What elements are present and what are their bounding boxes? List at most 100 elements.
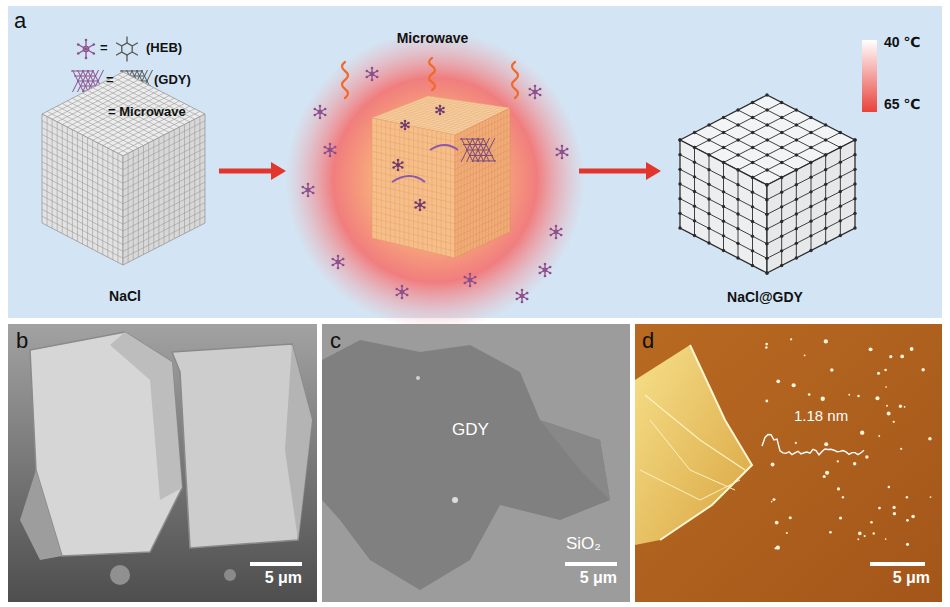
afm-particle [776,379,780,383]
lattice-node [765,257,768,260]
lattice-line [179,127,180,236]
scale-bar-label: 5 μm [265,569,302,587]
heb-end [319,105,322,108]
lattice-node [693,204,696,207]
lattice-line [485,120,486,244]
heb-end [526,298,529,301]
height-label: 1.18 nm [794,407,848,424]
gdy-line [472,138,484,162]
gdy-line [71,71,93,72]
afm-particle [857,538,859,540]
heb-end [561,145,564,148]
heb-end [307,183,310,186]
lattice-line [403,106,485,120]
heb-ring [419,204,422,207]
heb-arm [116,52,122,55]
illustration [42,36,857,303]
lattice-node [765,242,768,245]
lattice-line [123,216,205,258]
lattice-node [751,249,754,252]
lattice-node [809,161,812,164]
afm-particle [824,339,828,343]
heb-end [526,292,529,295]
lattice-node [809,131,812,134]
heb-ring [520,294,524,298]
afm-particle [789,516,792,519]
lattice-line [422,128,423,250]
lattice-node [736,153,739,156]
heb-end [77,52,80,55]
lattice-line [400,107,483,122]
heb-spoke [85,49,86,58]
lattice-node [736,183,739,186]
heb-end [555,237,558,240]
lattice-node [839,160,842,163]
lattice-node [809,249,812,252]
heb-end [366,76,369,79]
heb-end [401,161,404,164]
afm-particle [910,347,914,351]
lattice-line [455,177,510,203]
lattice-node [765,271,768,274]
lattice-node [795,183,798,186]
lattice-node [765,213,768,216]
afm-particle [830,368,834,372]
lattice-node [751,176,754,179]
nacl-cube [42,72,205,265]
lattice-node [795,198,798,201]
lattice-node [839,131,842,134]
lattice-line [497,114,498,238]
heb-end [376,76,379,79]
lattice-node [809,146,812,149]
heb-ring [336,260,340,264]
lattice-node [780,249,783,252]
lattice-node [765,227,768,230]
heb-arm [116,43,122,46]
heb-end [549,272,552,275]
afm-particle [893,512,896,515]
lattice-node [765,198,768,201]
lattice-node [853,226,856,229]
lattice-line [441,132,442,255]
heb-end [334,146,337,149]
temperature-label: 65 ℃ [884,96,920,112]
lattice-line [455,170,510,197]
lattice-node [736,242,739,245]
arrow-shaft [579,169,646,174]
heb-end [376,70,379,73]
heb-end [442,107,445,110]
heb-end [307,195,310,198]
lattice-node [795,256,798,259]
lattice-node [678,182,681,185]
afm-particle [795,442,797,444]
arrow-head [646,162,661,180]
gdy-line [477,138,489,162]
lattice-node [707,197,710,200]
lattice-line [680,169,767,214]
illustration-node: NaCl@GDY [665,88,865,306]
heb-end [314,114,317,117]
gdy-line [483,138,495,162]
heb-ring [543,268,547,272]
lattice-node [693,190,696,193]
heb-end [550,228,553,231]
lattice-node [824,168,827,171]
lattice-node [736,227,739,230]
afm-particle [774,547,776,549]
heb-end [396,288,399,291]
lattice-node [751,205,754,208]
lattice-node [722,249,725,252]
afm-particle [878,435,880,437]
heb-ring [533,90,537,94]
lattice-line [680,184,767,229]
lattice-node [678,138,681,141]
heb-end [342,258,345,261]
afm-particle [887,412,891,416]
heb-end [566,154,569,157]
lattice-node [780,176,783,179]
lattice-node [853,153,856,156]
lattice-line [419,100,501,113]
heb-end [404,128,407,131]
afm-particle [904,406,906,408]
